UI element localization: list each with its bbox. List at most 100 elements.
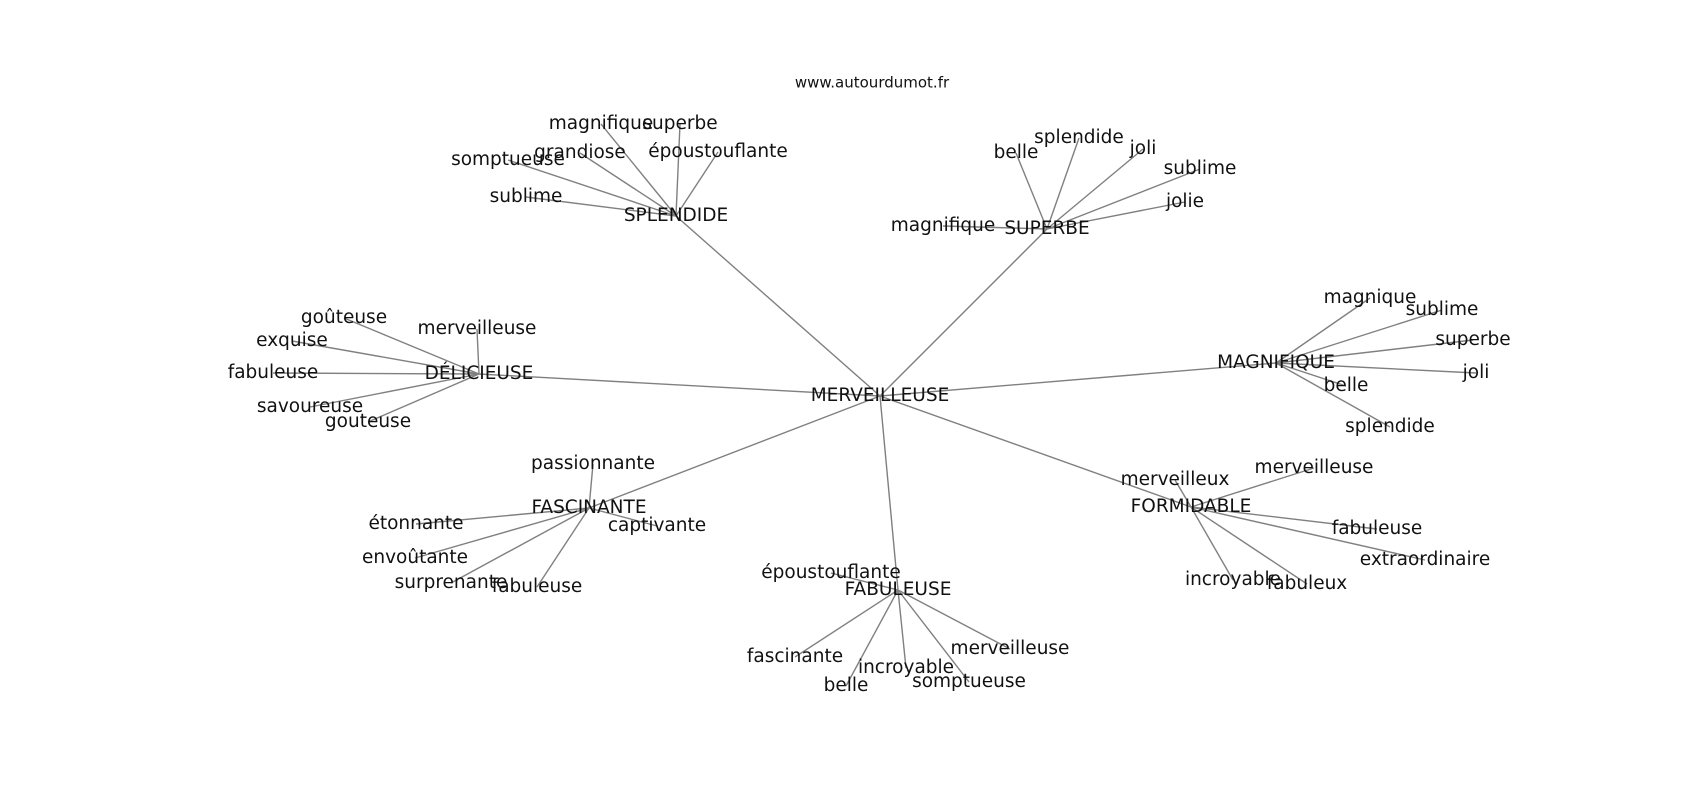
leaf-node-label: magnique xyxy=(1324,287,1417,308)
leaf-node-label: fabuleuse xyxy=(1332,518,1423,539)
edge-hub-to-leaf xyxy=(309,373,480,408)
leaf-node-label: étonnante xyxy=(368,513,463,534)
hub-node-label: FASCINANTE xyxy=(531,497,646,518)
leaf-node-label: savoureuse xyxy=(257,396,363,417)
edge-hub-to-leaf xyxy=(415,507,590,525)
leaf-node-label: incroyable xyxy=(858,657,954,678)
hub-node-label: FABULEUSE xyxy=(845,579,952,600)
leaf-node-label: gouteuse xyxy=(325,411,411,432)
leaf-node-label: somptueuse xyxy=(912,671,1026,692)
edge-hub-to-leaf xyxy=(897,589,907,669)
leaf-node-label: fabuleux xyxy=(1267,573,1348,594)
edge-hub-to-leaf xyxy=(845,589,899,687)
edge-hub-to-leaf xyxy=(450,507,590,584)
leaf-node-label: goûteuse xyxy=(301,307,387,328)
edge-hub-to-leaf xyxy=(830,572,899,591)
edge-hub-to-leaf xyxy=(414,507,590,559)
leaf-node-label: passionnante xyxy=(531,453,655,474)
edge-hub-to-leaf xyxy=(367,373,480,423)
edge-hub-to-leaf xyxy=(897,589,970,683)
leaf-node-label: belle xyxy=(994,142,1039,163)
edge-hub-to-leaf xyxy=(794,589,899,658)
edge-hub-to-leaf xyxy=(272,372,480,375)
leaf-node-label: merveilleuse xyxy=(418,318,537,339)
leaf-node-label: jolie xyxy=(1165,191,1204,212)
leaf-node-label: merveilleuse xyxy=(1255,457,1374,478)
leaf-node-label: époustouflante xyxy=(761,562,900,583)
edge-center-to-hub xyxy=(879,395,899,591)
edge-hub-to-leaf xyxy=(536,507,590,588)
hub-node-label: SPLENDIDE xyxy=(624,205,728,226)
edge-hub-to-leaf xyxy=(675,123,681,217)
edge-hub-to-leaf xyxy=(1275,362,1391,428)
edge-hub-to-leaf xyxy=(507,159,677,217)
leaf-node-label: belle xyxy=(824,675,869,696)
edge-center-to-hub xyxy=(879,395,1192,508)
leaf-node-label: magnifique xyxy=(549,113,653,134)
leaf-node-label: belle xyxy=(1324,375,1369,396)
edge-hub-to-leaf xyxy=(291,340,480,375)
edge-center-to-hub xyxy=(478,373,881,397)
edge-hub-to-leaf xyxy=(1190,506,1378,530)
edge-hub-to-leaf xyxy=(1046,148,1144,230)
leaf-node-label: captivante xyxy=(608,515,706,536)
edge-hub-to-leaf xyxy=(1275,362,1347,387)
leaf-node-label: splendide xyxy=(1345,416,1435,437)
edge-hub-to-leaf xyxy=(588,507,658,527)
edge-hub-to-leaf xyxy=(897,589,1011,650)
edge-hub-to-leaf xyxy=(1190,506,1234,581)
edge-center-to-hub xyxy=(879,228,1048,397)
leaf-node-label: fabuleuse xyxy=(492,576,583,597)
edge-hub-to-leaf xyxy=(1275,362,1477,374)
hub-node-label: FORMIDABLE xyxy=(1131,496,1252,517)
leaf-node-label: magnifique xyxy=(891,215,995,236)
edge-hub-to-leaf xyxy=(675,151,719,217)
edge-hub-to-leaf xyxy=(942,225,1048,230)
edge-hub-to-leaf xyxy=(1046,168,1201,230)
leaf-node-label: somptueuse xyxy=(451,149,565,170)
edge-hub-to-leaf xyxy=(1275,309,1443,364)
edge-hub-to-leaf xyxy=(1190,467,1315,508)
leaf-node-label: superbe xyxy=(1435,329,1510,350)
edge-hub-to-leaf xyxy=(1275,339,1474,364)
leaf-node-label: merveilleux xyxy=(1121,469,1230,490)
edge-hub-to-leaf xyxy=(1046,137,1080,230)
leaf-node-label: sublime xyxy=(490,186,563,207)
site-url: www.autourdumot.fr xyxy=(795,74,950,92)
leaf-node-label: fascinante xyxy=(747,646,843,667)
hub-node-label: MAGNIFIQUE xyxy=(1217,352,1335,373)
leaf-node-label: merveilleuse xyxy=(951,638,1070,659)
edge-center-to-hub xyxy=(879,362,1277,397)
leaf-node-label: extraordinaire xyxy=(1360,549,1490,570)
graph-labels: magnifique superbe grandiose époustouflante… xyxy=(228,113,1511,696)
edge-hub-to-leaf xyxy=(476,328,480,375)
edge-hub-to-leaf xyxy=(525,196,677,217)
edge-center-to-hub xyxy=(588,395,881,509)
leaf-node-label: incroyable xyxy=(1185,569,1281,590)
edge-hub-to-leaf xyxy=(1275,297,1371,364)
leaf-node-label: joli xyxy=(1462,362,1490,383)
edge-hub-to-leaf xyxy=(1190,506,1308,585)
leaf-node-label: surprenante xyxy=(395,572,508,593)
edge-hub-to-leaf xyxy=(1015,152,1048,230)
edge-hub-to-leaf xyxy=(588,463,594,509)
leaf-node-label: joli xyxy=(1129,138,1157,159)
edge-center-to-hub xyxy=(675,215,881,397)
edge-hub-to-leaf xyxy=(579,152,677,217)
edge-hub-to-leaf xyxy=(600,123,677,217)
leaf-node-label: exquise xyxy=(256,330,328,351)
leaf-node-label: sublime xyxy=(1164,158,1237,179)
edge-hub-to-leaf xyxy=(343,317,480,375)
center-node-label: MERVEILLEUSE xyxy=(811,385,950,406)
edge-hub-to-leaf xyxy=(1046,201,1186,230)
hub-node-label: SUPERBE xyxy=(1004,218,1089,239)
edge-hub-to-leaf xyxy=(1190,506,1426,561)
edge-hub-to-leaf xyxy=(1174,479,1192,508)
leaf-node-label: grandiose xyxy=(534,142,626,163)
graph-edges xyxy=(272,123,1477,687)
leaf-node-label: fabuleuse xyxy=(228,362,319,383)
leaf-node-label: sublime xyxy=(1406,299,1479,320)
leaf-node-label: époustouflante xyxy=(648,141,787,162)
